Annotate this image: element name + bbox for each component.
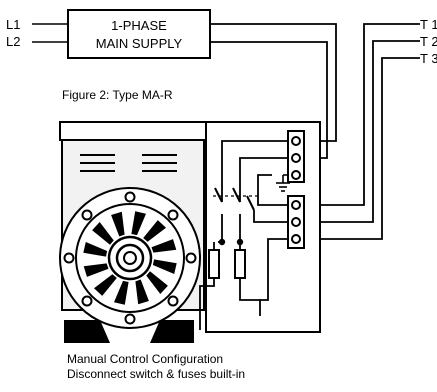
output-label-t2: T 2 — [420, 34, 437, 49]
motor — [59, 121, 207, 343]
caption-line2: Disconnect switch & fuses built-in — [67, 367, 245, 381]
supply-box-line1: 1-PHASE — [111, 18, 167, 33]
output-label-t1: T 1 — [420, 17, 437, 32]
fan-vane — [131, 211, 146, 236]
output-label-t3: T 3 — [420, 51, 437, 66]
supply-terminal-block — [287, 130, 305, 183]
main-supply-box — [67, 9, 211, 59]
internal-wiring — [199, 140, 288, 330]
fan-vane — [83, 263, 109, 277]
junction-2 — [236, 238, 244, 246]
disconnect-switch — [213, 187, 259, 211]
motor-foot-left — [64, 320, 110, 343]
ground-symbol — [276, 174, 290, 192]
mount-holes — [63, 191, 197, 325]
caption-line1: Manual Control Configuration — [67, 352, 223, 366]
fan-vane — [135, 279, 149, 305]
motor-foot-right — [150, 320, 194, 343]
fan-vane — [143, 220, 166, 242]
input-label-l2: L2 — [6, 34, 20, 49]
fan-vane — [114, 280, 129, 305]
fan-vane — [151, 239, 177, 253]
fuse-1 — [208, 249, 220, 279]
input-label-l1: L1 — [6, 17, 20, 32]
fan-vane — [146, 271, 168, 294]
fuses — [208, 249, 246, 279]
motor-terminal-block — [287, 195, 305, 249]
fuse-2 — [234, 249, 246, 279]
motor-top-cap — [59, 121, 207, 141]
shaft — [123, 251, 137, 265]
fan-vane — [152, 259, 177, 274]
supply-box-line2: MAIN SUPPLY — [96, 36, 183, 51]
fan-vane — [83, 242, 108, 257]
fan-vane — [111, 211, 125, 237]
fan-vane — [94, 274, 117, 296]
output-wires — [304, 23, 420, 240]
junction-1 — [218, 238, 226, 246]
fan-vane — [92, 222, 114, 245]
fan-vanes — [83, 211, 177, 305]
figure-title: Figure 2: Type MA-R — [62, 88, 173, 102]
vent-slots — [80, 154, 177, 172]
